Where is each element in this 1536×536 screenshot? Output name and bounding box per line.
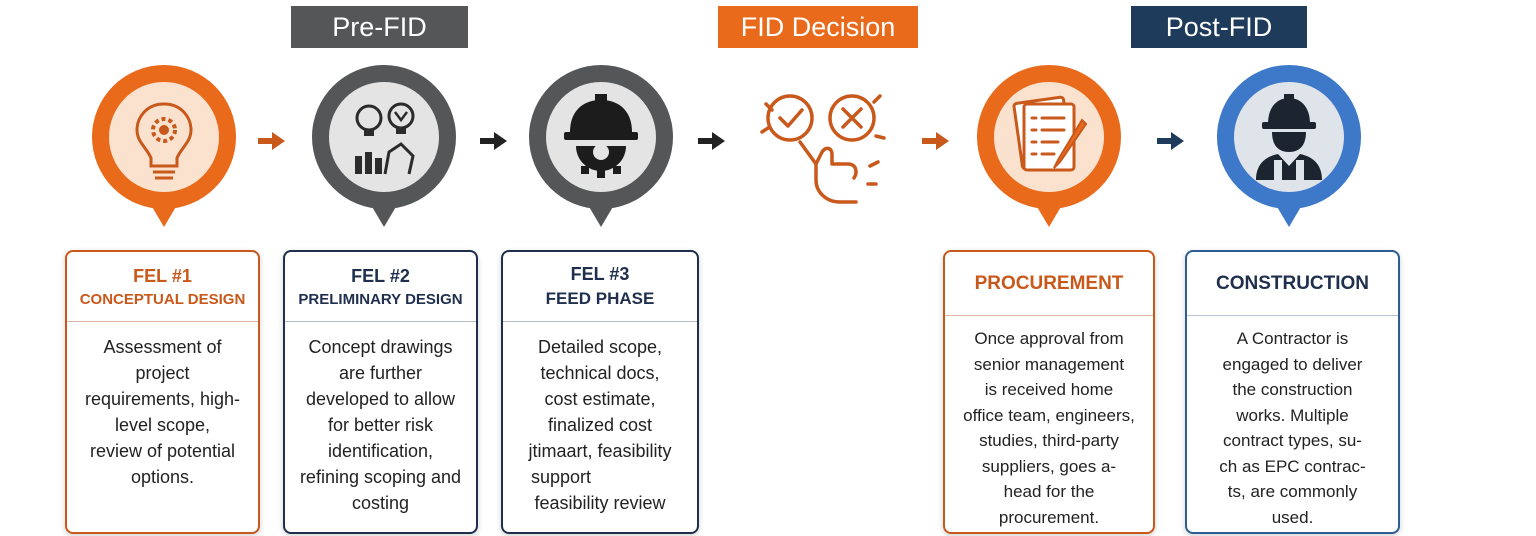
card-body-line: works. Multiple [1236,405,1349,425]
card-body-line: A Contractor is [1236,329,1349,348]
card-construction: CONSTRUCTION A Contractor is engaged to … [1185,250,1400,534]
card-body-line: support [531,467,592,487]
pin-construction [1214,62,1364,232]
arrow-right-icon [258,131,286,151]
card-body-line: are further [338,363,423,383]
phase-banner-post-fid: Post-FID [1131,6,1307,48]
card-body-line: requirements, high- [84,389,241,409]
card-body-line: options. [130,467,195,487]
card-body-line: studies, third-party [979,431,1119,450]
arrow-right-icon [480,131,508,151]
phase-banner-fid-decision: FID Decision [718,6,918,48]
card-body-line: review of potential [89,441,236,461]
card-stage-title: PROCUREMENT [974,272,1124,294]
card-body-line: identification, [327,441,434,461]
card-body-line: Assessment of [103,337,222,357]
card-header: CONSTRUCTION [1187,252,1398,316]
card-stage-title: CONCEPTUAL DESIGN [79,290,246,308]
card-header: FEL #2 PRELIMINARY DESIGN [285,252,476,322]
card-description: A Contractor is engaged to deliver the c… [1187,316,1398,530]
card-body-line: suppliers, goes a- [981,456,1117,476]
card-body-line: costing [351,493,410,513]
card-body-line: developed to allow [305,389,456,409]
card-body-line: Once approval from [974,329,1124,348]
card-body-line: procurement. [998,507,1100,527]
pin-fel1 [89,62,239,232]
card-body-line: level scope, [114,415,211,435]
card-body-line: head for the [1003,482,1095,501]
card-body-line: for better risk [327,415,434,435]
card-body-line: office team, engineers, [963,405,1135,425]
card-header: FEL #3 FEED PHASE [503,252,697,322]
card-body-line: feasibility review [534,493,666,513]
phase-banner-pre-fid: Pre-FID [291,6,468,48]
card-body-line: finalized cost [547,415,653,435]
card-header: PROCUREMENT [945,252,1153,316]
card-procurement: PROCUREMENT Once approval from senior ma… [943,250,1155,534]
arrow-right-icon [922,131,950,151]
construction-worker-icon [1217,65,1361,227]
ideas-growth-icon [312,65,456,227]
card-body-line: the construction [1232,380,1353,399]
card-description: Assessment of project requirements, high… [67,322,258,490]
card-stage-title: CONSTRUCTION [1215,272,1370,294]
card-fel1: FEL #1 CONCEPTUAL DESIGN Assessment of p… [65,250,260,534]
card-body-line: cost estimate, [544,389,656,409]
card-body-line: jtimaart, feasibility [528,441,672,461]
card-body-line: Detailed scope, [537,337,663,357]
card-stage-label: FEL #1 [133,265,192,286]
hardhat-gear-icon [529,65,673,227]
card-body-line: Concept drawings [308,337,453,357]
arrow-right-icon [1157,131,1185,151]
card-body-line: contract types, su- [1223,431,1362,450]
card-body-line: used. [1271,507,1314,527]
card-description: Once approval from senior management is … [945,316,1153,530]
card-body-line: project [135,363,190,383]
card-fel2: FEL #2 PRELIMINARY DESIGN Concept drawin… [283,250,478,534]
approve-reject-hand-icon [752,80,902,215]
card-description: Concept drawings are further developed t… [285,322,476,516]
card-body-line: is received home [984,380,1114,399]
lightbulb-gear-icon [92,65,236,227]
card-body-line: refining scoping and [299,467,462,487]
card-fel3: FEL #3 FEED PHASE Detailed scope, techni… [501,250,699,534]
pin-procurement [974,62,1124,232]
arrow-right-icon [698,131,726,151]
card-stage-title: PRELIMINARY DESIGN [298,290,463,308]
card-header: FEL #1 CONCEPTUAL DESIGN [67,252,258,322]
card-body-line: ch as EPC contrac- [1219,456,1366,476]
card-body-line: senior management [973,354,1125,374]
card-stage-label: FEL #3 [570,264,630,284]
pin-fel3 [526,62,676,232]
card-body-line: engaged to deliver [1222,354,1363,374]
card-body-line: ts, are commonly [1227,482,1358,501]
document-pen-icon [977,65,1121,227]
card-body-line: technical docs, [540,363,660,383]
pin-fel2 [309,62,459,232]
card-stage-label: FEL #2 [351,265,410,286]
card-stage-title: FEED PHASE [545,289,655,308]
card-description: Detailed scope, technical docs, cost est… [503,322,697,516]
